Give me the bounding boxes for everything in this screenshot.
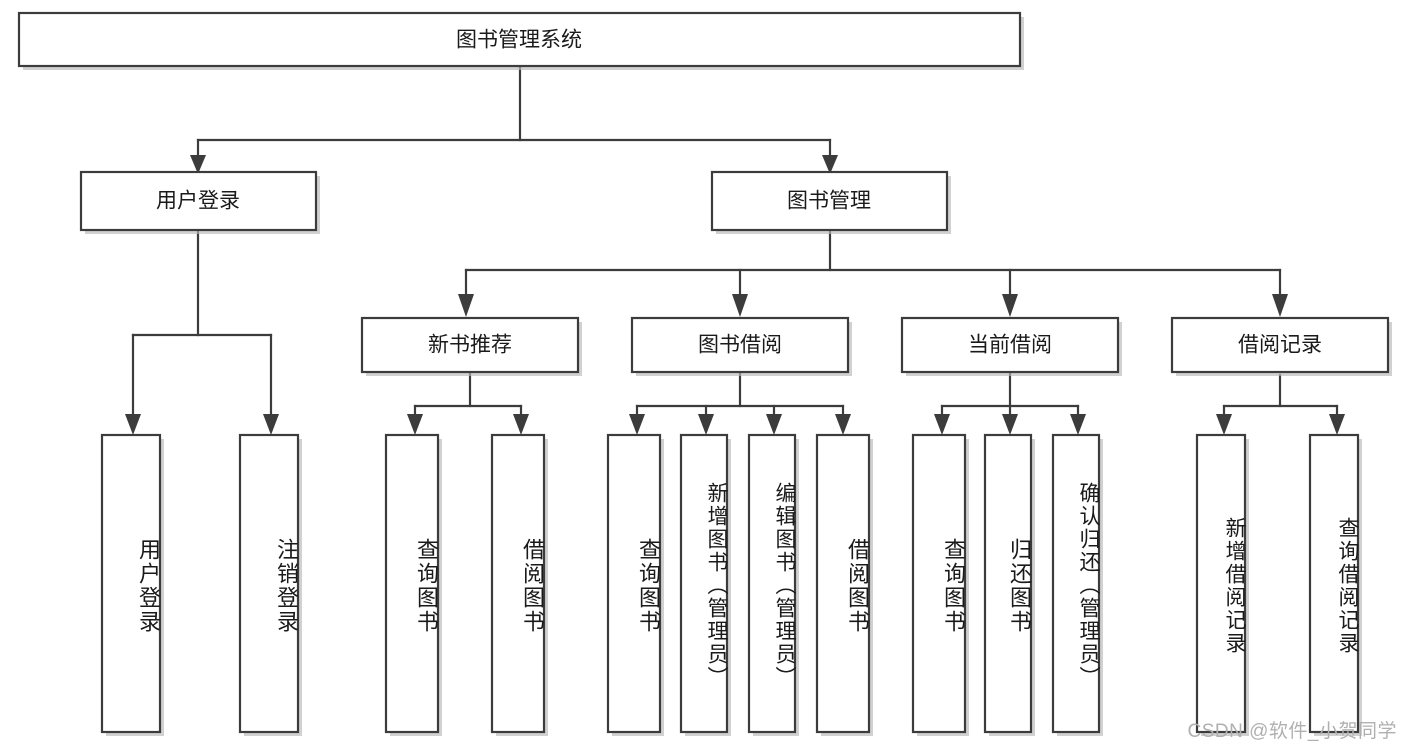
- node-user-login-label: 用户登录: [156, 190, 240, 213]
- leaf-book-borrow-3-box[interactable]: [815, 433, 871, 734]
- node-book-borrow[interactable]: 图书借阅: [630, 316, 852, 376]
- arrowhead-borrow-record: [1272, 294, 1288, 317]
- arrowhead-new-book: [458, 294, 474, 317]
- node-root[interactable]: 图书管理系统: [17, 11, 1024, 70]
- leaf-current-borrow-2-box[interactable]: [1051, 433, 1101, 734]
- leaf-borrow-record-1-box[interactable]: [1308, 433, 1360, 734]
- leaf-borrow-record-0[interactable]: [1195, 433, 1249, 736]
- node-current-borrow[interactable]: 当前借阅: [900, 316, 1122, 376]
- node-current-borrow-box[interactable]: [900, 316, 1120, 374]
- arrowhead-book-borrow: [732, 294, 748, 317]
- arrowhead-bb-child-3: [835, 414, 851, 435]
- leaf-book-borrow-2-box[interactable]: [747, 433, 797, 734]
- leaf-book-borrow-1[interactable]: [679, 433, 731, 736]
- leaf-book-borrow-3[interactable]: [815, 433, 873, 736]
- arrowhead-ul-child-0: [125, 414, 141, 435]
- node-root-label: 图书管理系统: [456, 29, 582, 52]
- arrowhead-br-child-1: [1329, 414, 1345, 435]
- arrowhead-nb-child-0: [407, 414, 423, 435]
- arrowhead-book-mgmt: [822, 155, 838, 174]
- node-root-box[interactable]: [17, 11, 1022, 68]
- arrowhead-ul-child-1: [263, 414, 279, 435]
- leaf-borrow-record-0-box[interactable]: [1195, 433, 1247, 734]
- csdn-watermark: CSDN @软件_小贺同学: [1187, 721, 1397, 742]
- leaf-book-borrow-0-box[interactable]: [606, 433, 662, 734]
- arrowhead-bb-child-2: [766, 414, 782, 435]
- node-current-borrow-label: 当前借阅: [968, 334, 1052, 357]
- arrowhead-cb-child-0: [934, 414, 950, 435]
- arrowhead-cb-child-1: [1002, 414, 1018, 435]
- node-new-book-recommend-label: 新书推荐: [428, 334, 512, 357]
- leaf-current-borrow-1-box[interactable]: [983, 433, 1033, 734]
- node-user-login-box[interactable]: [79, 170, 318, 232]
- arrowhead-user-login: [190, 155, 206, 174]
- leaf-new-book-1-box[interactable]: [490, 433, 546, 734]
- leaf-user-login-0-box[interactable]: [100, 433, 162, 734]
- leaf-book-borrow-0[interactable]: [606, 433, 664, 736]
- leaf-book-borrow-1-box[interactable]: [679, 433, 729, 734]
- arrowhead-bb-child-0: [629, 414, 645, 435]
- leaf-current-borrow-1[interactable]: [983, 433, 1035, 736]
- node-borrow-record-label: 借阅记录: [1238, 334, 1322, 357]
- leaf-borrow-record-1[interactable]: [1308, 433, 1362, 736]
- arrowhead-br-child-0: [1216, 414, 1232, 435]
- leaf-user-login-1[interactable]: [238, 433, 302, 736]
- node-book-management-box[interactable]: [710, 170, 949, 232]
- arrowhead-nb-child-1: [513, 414, 529, 435]
- leaf-current-borrow-0-box[interactable]: [911, 433, 967, 734]
- leaf-current-borrow-2[interactable]: [1051, 433, 1103, 736]
- node-borrow-record-box[interactable]: [1170, 316, 1390, 374]
- node-book-management-label: 图书管理: [787, 190, 871, 213]
- leaf-new-book-1[interactable]: [490, 433, 548, 736]
- node-borrow-record[interactable]: 借阅记录: [1170, 316, 1392, 376]
- leaf-new-book-0-box[interactable]: [384, 433, 440, 734]
- node-book-borrow-box[interactable]: [630, 316, 850, 374]
- node-new-book-recommend-box[interactable]: [360, 316, 580, 374]
- leaf-current-borrow-0[interactable]: [911, 433, 969, 736]
- node-new-book-recommend[interactable]: 新书推荐: [360, 316, 582, 376]
- leaf-user-login-1-box[interactable]: [238, 433, 300, 734]
- connectors: [125, 66, 1345, 435]
- leaf-book-borrow-2[interactable]: [747, 433, 799, 736]
- leaf-user-login-0[interactable]: [100, 433, 164, 736]
- arrowhead-current-borrow: [1002, 294, 1018, 317]
- node-book-borrow-label: 图书借阅: [698, 334, 782, 357]
- arrowhead-cb-child-2: [1070, 414, 1086, 435]
- arrowhead-bb-child-1: [698, 414, 714, 435]
- node-book-management[interactable]: 图书管理: [710, 170, 951, 234]
- node-user-login[interactable]: 用户登录: [79, 170, 320, 234]
- leaf-new-book-0[interactable]: [384, 433, 442, 736]
